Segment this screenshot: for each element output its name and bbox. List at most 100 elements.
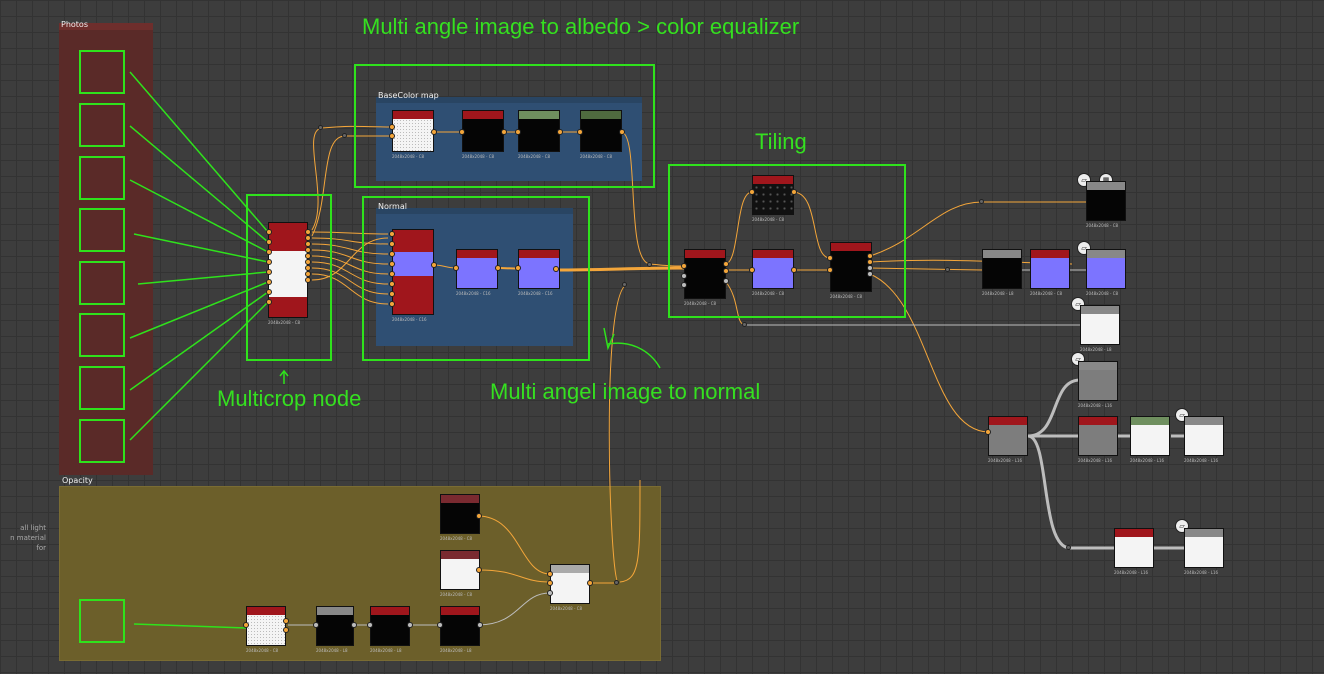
port[interactable] xyxy=(266,299,272,305)
port[interactable] xyxy=(791,189,797,195)
ao-output-node[interactable] xyxy=(1184,416,1224,456)
output-node-white[interactable] xyxy=(1080,305,1120,345)
port[interactable] xyxy=(827,255,833,261)
port[interactable] xyxy=(827,267,833,273)
basecolor-input-node[interactable] xyxy=(392,110,434,152)
normal-convert-node[interactable] xyxy=(982,249,1022,289)
normal-output-node[interactable] xyxy=(1086,249,1126,289)
reroute-dot[interactable] xyxy=(647,262,652,267)
reroute-dot[interactable] xyxy=(622,282,627,287)
port[interactable] xyxy=(453,265,459,271)
opacity-node-2[interactable] xyxy=(440,550,480,590)
port[interactable] xyxy=(587,580,593,586)
port[interactable] xyxy=(459,129,465,135)
port[interactable] xyxy=(476,567,482,573)
reroute-dot[interactable] xyxy=(979,199,984,204)
multicrop-node[interactable] xyxy=(268,222,308,318)
photos-frame[interactable]: Photos xyxy=(59,20,153,475)
port[interactable] xyxy=(749,267,755,273)
reroute-dot[interactable] xyxy=(342,133,347,138)
port[interactable] xyxy=(389,133,395,139)
port[interactable] xyxy=(547,571,553,577)
photo-input-2[interactable] xyxy=(79,103,125,147)
port[interactable] xyxy=(351,622,357,628)
port[interactable] xyxy=(723,278,729,284)
port[interactable] xyxy=(389,301,395,307)
tiling-input-node[interactable] xyxy=(684,249,726,299)
port[interactable] xyxy=(283,627,289,633)
port[interactable] xyxy=(437,622,443,628)
opacity-input-node[interactable] xyxy=(246,606,286,646)
photo-input-8[interactable] xyxy=(79,419,125,463)
opacity-node-1[interactable] xyxy=(440,494,480,534)
photo-input-4[interactable] xyxy=(79,208,125,252)
photo-input-1[interactable] xyxy=(79,50,125,94)
photo-input-6[interactable] xyxy=(79,313,125,357)
tiling-normal-node[interactable] xyxy=(752,249,794,289)
port[interactable] xyxy=(266,249,272,255)
port[interactable] xyxy=(431,262,437,268)
opacity-blend-node[interactable] xyxy=(550,564,590,604)
port[interactable] xyxy=(389,271,395,277)
port[interactable] xyxy=(266,289,272,295)
port[interactable] xyxy=(723,268,729,274)
opacity-input[interactable] xyxy=(79,599,125,643)
port[interactable] xyxy=(305,235,311,241)
normal-output-pre-node[interactable] xyxy=(1030,249,1070,289)
port[interactable] xyxy=(557,129,563,135)
height-node[interactable] xyxy=(988,416,1028,456)
photo-input-5[interactable] xyxy=(79,261,125,305)
port[interactable] xyxy=(985,429,991,435)
port[interactable] xyxy=(367,622,373,628)
reroute-dot[interactable] xyxy=(1066,545,1071,550)
ao-node-1[interactable] xyxy=(1078,416,1118,456)
basecolor-node-2[interactable] xyxy=(462,110,504,152)
port[interactable] xyxy=(389,251,395,257)
port[interactable] xyxy=(553,266,559,272)
port[interactable] xyxy=(266,229,272,235)
port[interactable] xyxy=(389,241,395,247)
port[interactable] xyxy=(515,265,521,271)
port[interactable] xyxy=(389,291,395,297)
port[interactable] xyxy=(501,129,507,135)
opacity-gray-node-2[interactable] xyxy=(370,606,410,646)
port[interactable] xyxy=(681,263,687,269)
port[interactable] xyxy=(266,239,272,245)
port[interactable] xyxy=(266,279,272,285)
port[interactable] xyxy=(477,622,483,628)
output-node-1[interactable] xyxy=(1086,181,1126,221)
roughness-output-node[interactable] xyxy=(1184,528,1224,568)
reroute-dot[interactable] xyxy=(614,580,619,585)
normal-node-3[interactable] xyxy=(518,249,560,289)
port[interactable] xyxy=(431,129,437,135)
port[interactable] xyxy=(305,259,311,265)
port[interactable] xyxy=(305,253,311,259)
port[interactable] xyxy=(495,265,501,271)
port[interactable] xyxy=(389,281,395,287)
port[interactable] xyxy=(305,277,311,283)
port[interactable] xyxy=(305,271,311,277)
port[interactable] xyxy=(681,282,687,288)
port[interactable] xyxy=(681,273,687,279)
tiling-output-node[interactable] xyxy=(830,242,872,292)
port[interactable] xyxy=(389,231,395,237)
port[interactable] xyxy=(389,261,395,267)
port[interactable] xyxy=(283,618,289,624)
port[interactable] xyxy=(243,622,249,628)
port[interactable] xyxy=(305,265,311,271)
photo-input-3[interactable] xyxy=(79,156,125,200)
port[interactable] xyxy=(577,129,583,135)
port[interactable] xyxy=(867,271,873,277)
port[interactable] xyxy=(867,253,873,259)
port[interactable] xyxy=(305,241,311,247)
port[interactable] xyxy=(305,247,311,253)
opacity-gray-node-1[interactable] xyxy=(316,606,354,646)
port[interactable] xyxy=(476,513,482,519)
port[interactable] xyxy=(723,261,729,267)
basecolor-node-3[interactable] xyxy=(518,110,560,152)
port[interactable] xyxy=(791,267,797,273)
port[interactable] xyxy=(515,129,521,135)
port[interactable] xyxy=(313,622,319,628)
normal-multi-input-node[interactable] xyxy=(392,229,434,315)
port[interactable] xyxy=(619,129,625,135)
